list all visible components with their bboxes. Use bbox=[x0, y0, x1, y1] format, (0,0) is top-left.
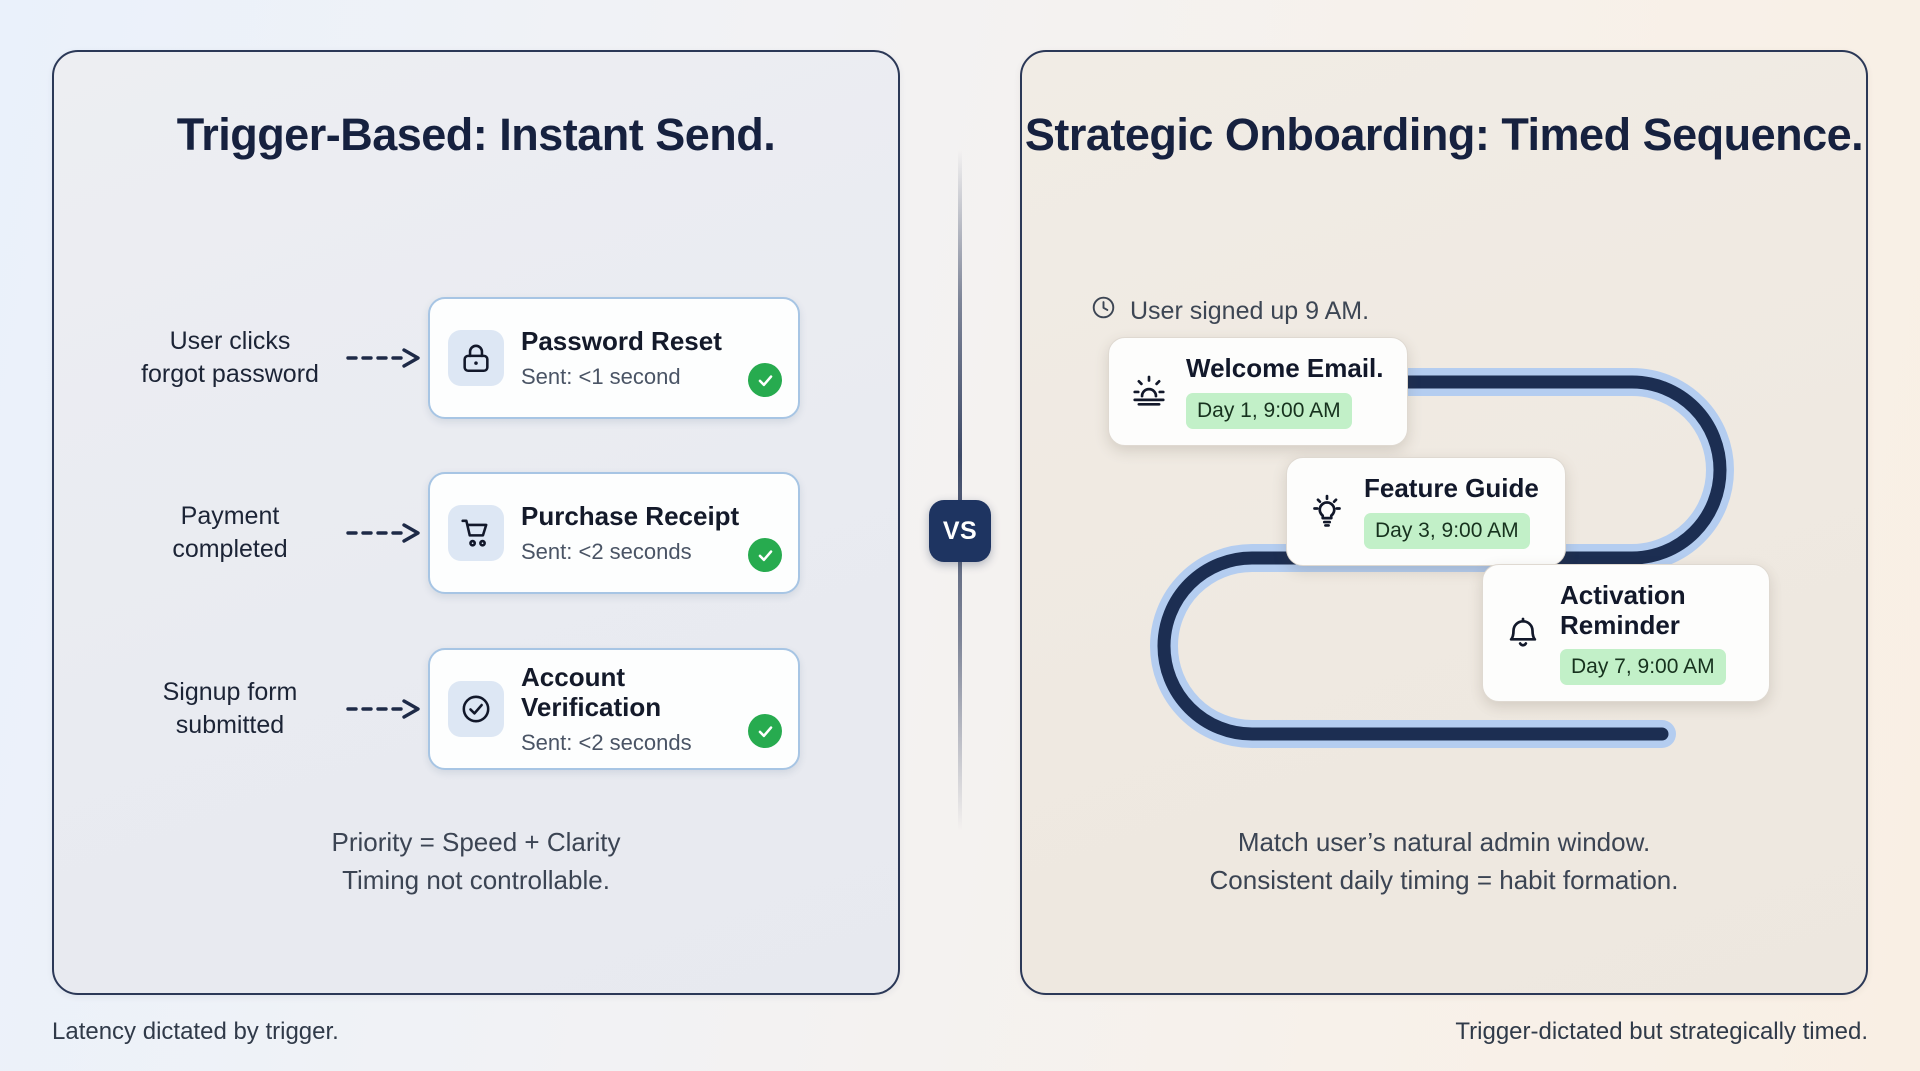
check-icon bbox=[748, 538, 782, 572]
caption-left: Latency dictated by trigger. bbox=[52, 1018, 339, 1045]
event-status: Sent: <2 seconds bbox=[521, 729, 692, 755]
left-panel-footer: Priority = Speed + Clarity Timing not co… bbox=[331, 827, 621, 895]
event-title: Account Verification bbox=[521, 661, 662, 722]
sequence-card-text: Feature Guide Day 3, 9:00 AM bbox=[1364, 473, 1539, 549]
vs-badge: VS bbox=[929, 500, 991, 562]
event-card-password-reset[interactable]: Password Reset Sent: <1 second bbox=[428, 297, 800, 419]
check-icon bbox=[748, 714, 782, 748]
trigger-row: Payment completed Purchase Receipt bbox=[114, 472, 800, 594]
check-icon bbox=[748, 363, 782, 397]
signup-note-label: User signed up 9 AM. bbox=[1130, 296, 1370, 325]
dashed-arrow-icon bbox=[346, 518, 428, 548]
trigger-label: Payment completed bbox=[172, 502, 288, 563]
sequence-card-text: Welcome Email. Day 1, 9:00 AM bbox=[1186, 353, 1384, 429]
trigger-row: User clicks forgot password Password Res… bbox=[114, 297, 800, 419]
check-circle-icon bbox=[448, 681, 504, 737]
sequence-title: Welcome Email. bbox=[1186, 353, 1384, 383]
event-text: Purchase Receipt Sent: <2 seconds bbox=[521, 500, 740, 564]
event-text: Account Verification Sent: <2 seconds bbox=[521, 661, 740, 755]
lock-icon bbox=[448, 330, 504, 386]
left-panel-title: Trigger-Based: Instant Send. bbox=[176, 109, 776, 160]
dashed-arrow-icon bbox=[346, 343, 428, 373]
right-panel-footer: Match user’s natural admin window. Consi… bbox=[1209, 827, 1679, 895]
event-text: Password Reset Sent: <1 second bbox=[521, 325, 740, 389]
sequence-title: Feature Guide bbox=[1364, 473, 1539, 503]
right-panel-title: Strategic Onboarding: Timed Sequence. bbox=[1024, 109, 1864, 160]
sequence-card-activation-reminder[interactable]: Activation Reminder Day 7, 9:00 AM bbox=[1482, 564, 1770, 703]
sequence-card-text: Activation Reminder Day 7, 9:00 AM bbox=[1560, 580, 1749, 686]
panel-trigger-based: Trigger-Based: Instant Send. User clicks… bbox=[52, 50, 900, 995]
event-title: Purchase Receipt bbox=[521, 500, 740, 531]
event-title: Password Reset bbox=[521, 325, 722, 356]
event-status: Sent: <1 second bbox=[521, 363, 681, 389]
sequence-card-welcome-email[interactable]: Welcome Email. Day 1, 9:00 AM bbox=[1108, 337, 1408, 446]
sequence-card-feature-guide[interactable]: Feature Guide Day 3, 9:00 AM bbox=[1286, 457, 1566, 566]
trigger-label: Signup form submitted bbox=[162, 678, 298, 739]
panel-strategic-onboarding: Strategic Onboarding: Timed Sequence. Us… bbox=[1020, 50, 1868, 995]
shopping-cart-icon bbox=[448, 505, 504, 561]
dashed-arrow-icon bbox=[346, 694, 428, 724]
event-card-account-verification[interactable]: Account Verification Sent: <2 seconds bbox=[428, 648, 800, 770]
signup-note: User signed up 9 AM. bbox=[1090, 294, 1369, 328]
clock-icon bbox=[1090, 294, 1117, 328]
schedule-badge: Day 1, 9:00 AM bbox=[1186, 392, 1352, 429]
divider-line bbox=[958, 150, 962, 830]
trigger-label: User clicks forgot password bbox=[141, 327, 319, 388]
schedule-badge: Day 7, 9:00 AM bbox=[1560, 649, 1726, 686]
lightbulb-icon bbox=[1304, 488, 1350, 534]
sequence-title: Activation Reminder bbox=[1560, 580, 1686, 640]
event-status: Sent: <2 seconds bbox=[521, 538, 692, 564]
schedule-badge: Day 3, 9:00 AM bbox=[1364, 512, 1530, 549]
bell-icon bbox=[1500, 610, 1546, 656]
event-card-purchase-receipt[interactable]: Purchase Receipt Sent: <2 seconds bbox=[428, 472, 800, 594]
sunrise-icon bbox=[1126, 368, 1172, 414]
caption-right: Trigger-dictated but strategically timed… bbox=[1455, 1018, 1868, 1045]
trigger-row: Signup form submitted Account Verificati… bbox=[114, 648, 800, 770]
